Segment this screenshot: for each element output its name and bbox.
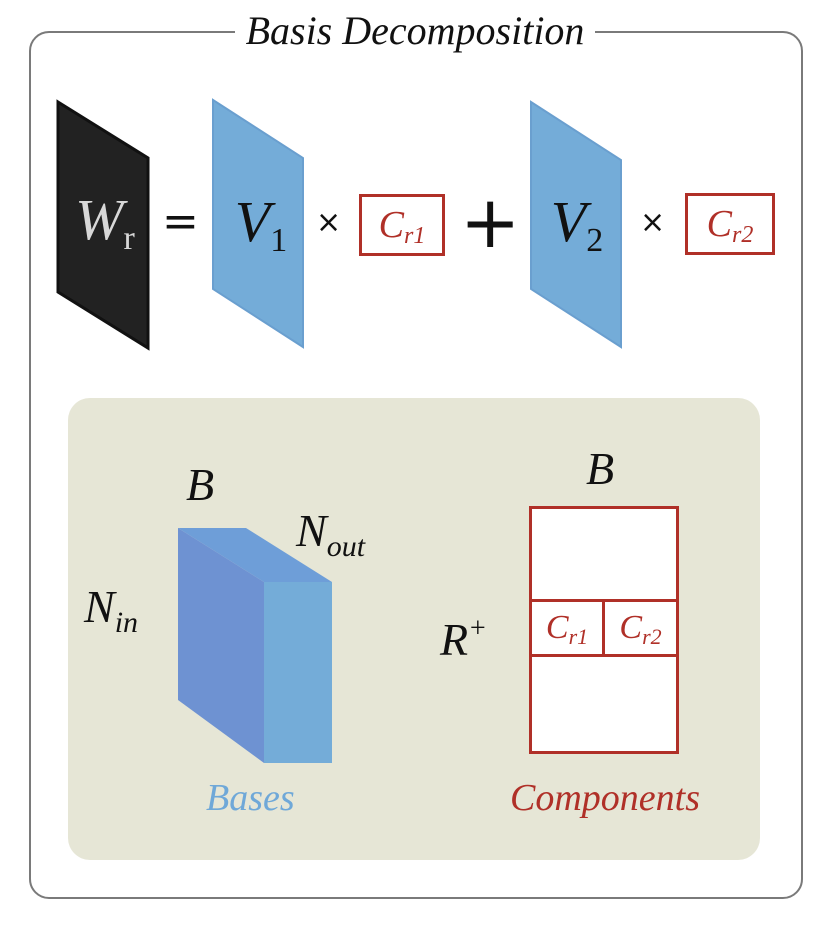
equals-sign: = bbox=[162, 196, 199, 247]
matrix-w-label: Wr bbox=[75, 187, 135, 258]
components-b-label: B bbox=[586, 443, 615, 494]
components-cell-cr2 bbox=[602, 599, 679, 657]
bases-b-label: B bbox=[186, 459, 215, 510]
matrix-v1-shape bbox=[212, 98, 304, 349]
matrix-v1-label: V1 bbox=[234, 189, 288, 260]
bases-nout-label: Nout bbox=[296, 505, 366, 564]
components-caption: Components bbox=[510, 777, 700, 819]
cuboid-side-face bbox=[264, 582, 332, 763]
components-r-label: R+ bbox=[440, 613, 488, 665]
plus-sign: + bbox=[460, 180, 521, 264]
matrix-v2-label: V2 bbox=[550, 189, 604, 260]
components-cr2-label: Cr2 bbox=[619, 609, 662, 649]
times-sign-1: × bbox=[316, 205, 342, 240]
times-sign-2: × bbox=[640, 205, 666, 240]
bases-nin-label: Nin bbox=[84, 581, 139, 640]
matrix-v2-shape bbox=[530, 100, 622, 349]
diagram-title: Basis Decomposition bbox=[235, 6, 595, 56]
bases-caption: Bases bbox=[206, 777, 295, 819]
coefficient-cr1-box: Cr1 bbox=[359, 194, 445, 256]
coefficient-cr2-box: Cr2 bbox=[685, 193, 775, 255]
cuboid-top-face bbox=[178, 528, 332, 582]
cuboid-front-face bbox=[178, 528, 264, 763]
components-cr1-label: Cr1 bbox=[545, 609, 589, 649]
matrix-w-shape bbox=[56, 99, 150, 351]
